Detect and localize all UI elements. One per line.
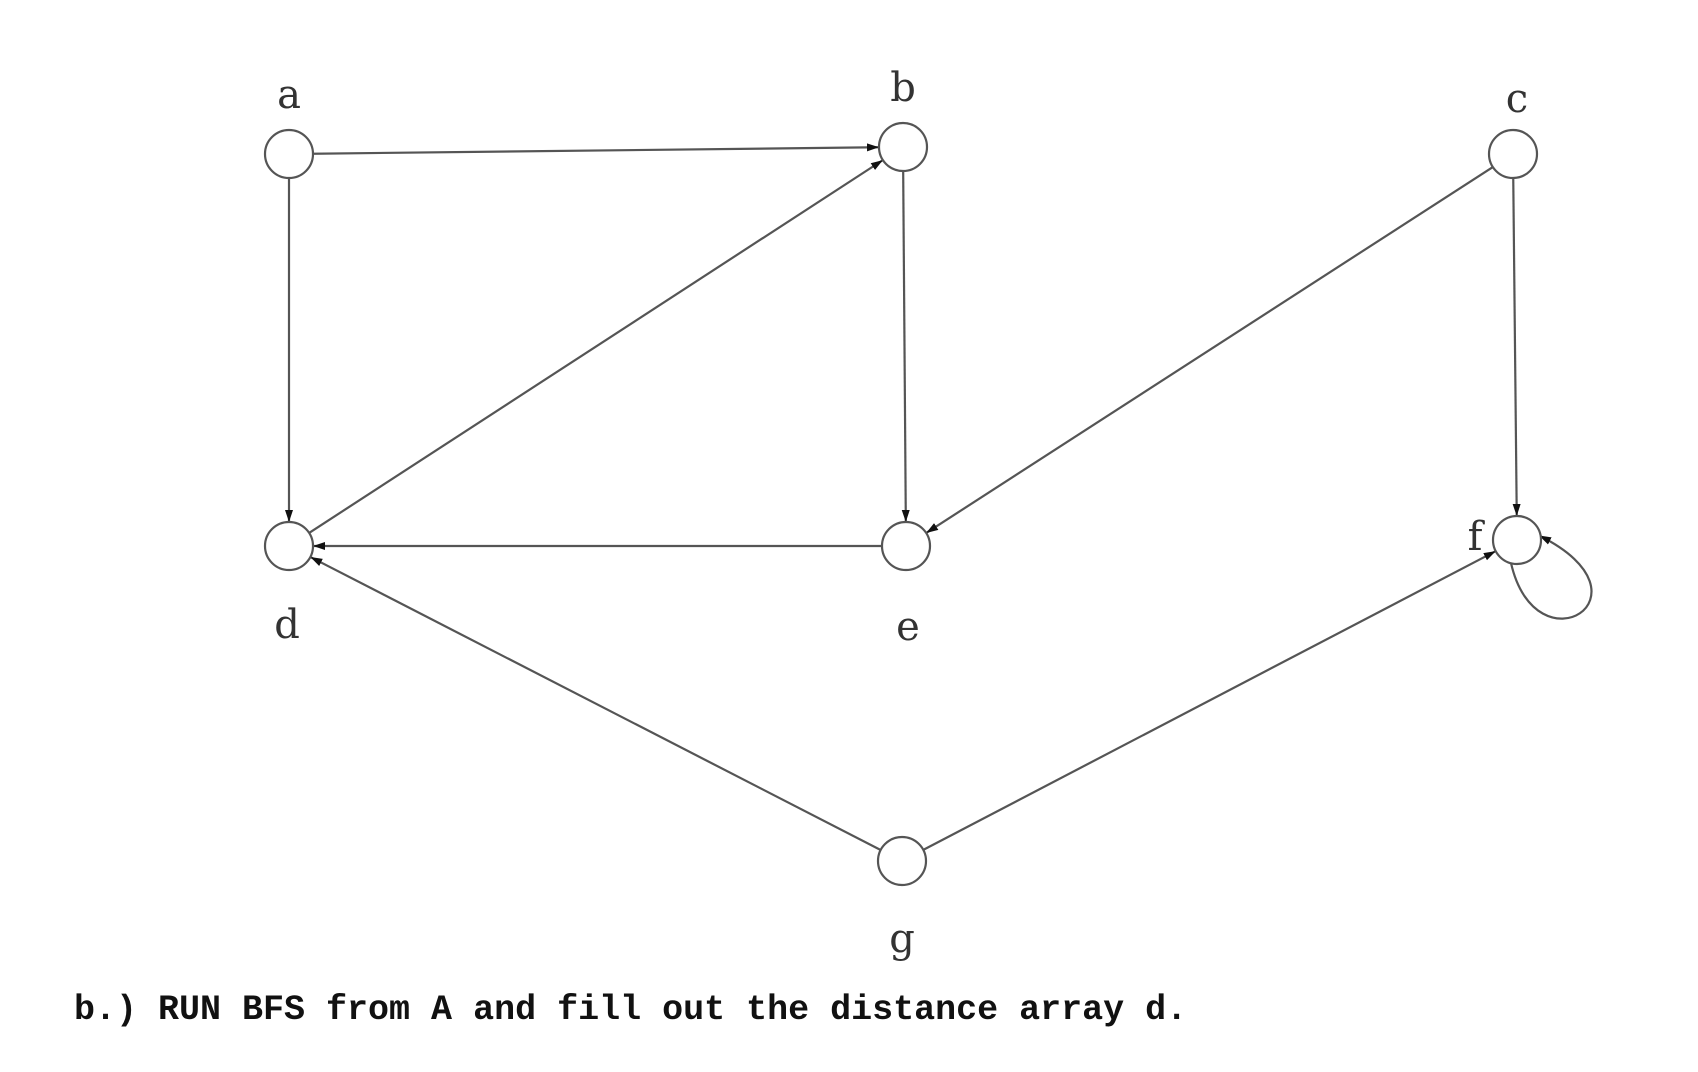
labels-layer: a b c d e f g — [274, 65, 1528, 962]
node-e — [880, 520, 932, 572]
node-f — [1491, 514, 1543, 566]
edge-g-to-d — [310, 556, 882, 852]
node-d — [263, 520, 315, 572]
node-label-c: c — [1506, 76, 1528, 122]
edge-c-to-e — [926, 166, 1494, 534]
node-c — [1487, 128, 1539, 180]
node-label-g: g — [889, 916, 915, 962]
node-g — [876, 835, 928, 887]
node-label-d: d — [274, 602, 300, 648]
node-a — [263, 128, 315, 180]
edge-c-to-f — [1512, 177, 1521, 517]
node-label-a: a — [277, 72, 301, 118]
nodes-layer — [263, 121, 1543, 887]
node-b — [877, 121, 929, 173]
edge-f-to-f — [1509, 535, 1593, 620]
edges-layer — [285, 143, 1593, 852]
node-label-e: e — [896, 604, 920, 650]
edge-g-to-f — [922, 550, 1496, 851]
edge-d-to-b — [308, 159, 883, 534]
node-label-b: b — [890, 65, 916, 111]
edge-b-to-e — [901, 170, 910, 523]
node-label-f: f — [1468, 514, 1486, 560]
edge-a-to-b — [312, 143, 880, 155]
question-text: b.) RUN BFS from A and fill out the dist… — [74, 990, 1188, 1030]
